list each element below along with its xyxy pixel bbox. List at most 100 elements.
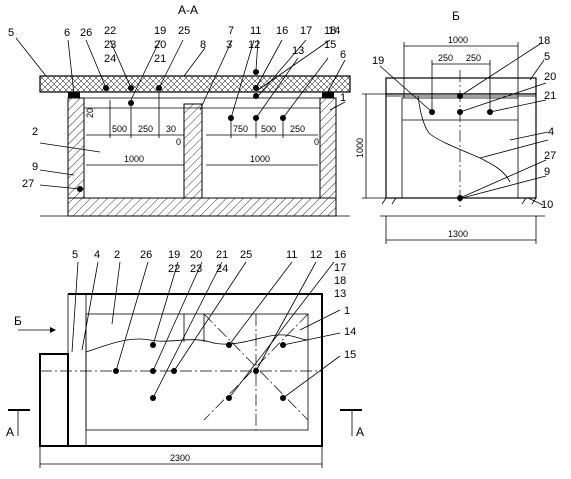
callout-label: 21 bbox=[544, 90, 556, 102]
drawing-stroke bbox=[50, 327, 56, 333]
drawing-stroke bbox=[381, 197, 387, 205]
view-b-break-line bbox=[417, 95, 511, 183]
right-wall bbox=[319, 97, 337, 199]
view-b-dimensions bbox=[362, 42, 537, 244]
callout-label: 14 bbox=[328, 25, 340, 37]
callout-label: 1000 bbox=[250, 154, 270, 164]
seal-right bbox=[322, 92, 334, 98]
callout-label: 12 bbox=[310, 249, 322, 261]
drawing-stroke bbox=[228, 261, 335, 399]
section-aa-leaders bbox=[15, 37, 346, 190]
callout-label: 4 bbox=[548, 126, 554, 138]
callout-label: 20 bbox=[154, 39, 166, 51]
section-aa: А-А bbox=[8, 3, 351, 217]
drawing-stroke bbox=[282, 57, 329, 119]
callout-label: 250 bbox=[290, 124, 305, 134]
drawing-stroke bbox=[257, 39, 331, 91]
callout-label: 18 bbox=[334, 275, 346, 287]
drawing-stroke bbox=[109, 39, 132, 89]
plan-diagonal-2 bbox=[203, 313, 309, 421]
callout-label: 23 bbox=[190, 263, 202, 275]
slab bbox=[39, 75, 351, 93]
drawing-stroke bbox=[85, 39, 107, 89]
callout-label: 0 bbox=[314, 137, 319, 147]
drawing-stroke bbox=[459, 159, 547, 199]
callout-label: 6 bbox=[340, 49, 346, 61]
point-19 bbox=[128, 100, 134, 106]
callout-label: 19 bbox=[372, 55, 384, 67]
drawing-stroke bbox=[255, 57, 299, 119]
view-b-title: Б bbox=[452, 9, 460, 23]
drawing-stroke bbox=[39, 169, 75, 176]
callout-label: 16 bbox=[334, 249, 346, 261]
callout-label: 20 bbox=[544, 71, 556, 83]
drawing-stroke bbox=[489, 99, 547, 113]
plan-inner-rect bbox=[85, 313, 309, 431]
plan-break-line bbox=[85, 334, 309, 353]
view-b-leaders bbox=[379, 43, 549, 206]
drawing-stroke bbox=[67, 39, 75, 95]
callout-label: 2 bbox=[32, 126, 38, 138]
drawing-stroke bbox=[479, 139, 549, 159]
callout-label: 11 bbox=[286, 249, 297, 261]
section-aa-dimensions bbox=[86, 92, 318, 166]
drawing-stroke bbox=[529, 59, 545, 81]
floor bbox=[67, 197, 337, 217]
view-b-labels: 18 5 19 20 21 4 27 9 10 bbox=[372, 35, 556, 211]
drawing-stroke bbox=[459, 82, 547, 113]
callout-label: 27 bbox=[22, 178, 34, 190]
drawing-stroke bbox=[282, 355, 341, 399]
drawing-stroke bbox=[459, 43, 541, 97]
drawing-stroke bbox=[199, 39, 233, 111]
callout-label: 250 bbox=[138, 124, 153, 134]
callout-label: А bbox=[6, 425, 14, 439]
drawing-stroke bbox=[15, 37, 47, 77]
plan-diagonal-1 bbox=[203, 313, 309, 421]
callout-label: 5 bbox=[72, 249, 78, 261]
callout-label: 1000 bbox=[124, 154, 144, 164]
drawing-stroke bbox=[111, 261, 121, 325]
view-b-dim-text: 1000 250 250 1000 1300 bbox=[355, 35, 481, 239]
callout-label: 15 bbox=[344, 349, 356, 361]
callout-label: 1 bbox=[344, 305, 350, 317]
callout-label: 24 bbox=[216, 263, 228, 275]
callout-label: 26 bbox=[80, 27, 92, 39]
point-16 bbox=[253, 69, 259, 75]
callout-label: 9 bbox=[32, 161, 38, 173]
plan-outline bbox=[39, 293, 323, 447]
callout-label: 13 bbox=[292, 45, 304, 57]
plan-labels: 5 4 2 26 19 22 20 23 21 24 25 11 12 16 1… bbox=[6, 249, 364, 463]
middle-wall bbox=[183, 103, 203, 199]
drawing-stroke bbox=[130, 39, 161, 101]
drawing-stroke bbox=[152, 261, 179, 346]
callout-label: 2300 bbox=[170, 453, 190, 463]
callout-label: А bbox=[356, 425, 364, 439]
callout-label: 20 bbox=[85, 108, 95, 118]
drawing-stroke bbox=[282, 332, 341, 346]
drawing-stroke bbox=[329, 101, 346, 111]
drawing-stroke bbox=[228, 261, 293, 346]
callout-label: 500 bbox=[261, 124, 276, 134]
drawing-stroke bbox=[461, 175, 547, 199]
drawing-stroke bbox=[230, 39, 255, 119]
point-18 bbox=[253, 93, 259, 99]
drawing-stroke bbox=[115, 261, 149, 372]
callout-label: Б bbox=[14, 314, 22, 328]
callout-label: 16 bbox=[276, 25, 288, 37]
callout-label: 11 bbox=[250, 25, 261, 37]
callout-label: 1300 bbox=[448, 229, 468, 239]
plan-point-12 bbox=[253, 368, 259, 374]
drawing-stroke bbox=[152, 261, 223, 399]
callout-label: 1 bbox=[340, 92, 346, 104]
callout-label: 9 bbox=[544, 166, 550, 178]
callout-label: 22 bbox=[104, 25, 116, 37]
callout-label: 5 bbox=[8, 27, 14, 39]
callout-label: 5 bbox=[544, 51, 550, 63]
callout-label: 3 bbox=[226, 39, 232, 51]
callout-label: 8 bbox=[200, 39, 206, 51]
drawing-stroke bbox=[255, 261, 317, 372]
callout-label: 30 bbox=[166, 124, 176, 134]
inner-frame bbox=[83, 97, 321, 199]
callout-label: 21 bbox=[154, 53, 166, 65]
callout-label: 1000 bbox=[355, 138, 365, 158]
